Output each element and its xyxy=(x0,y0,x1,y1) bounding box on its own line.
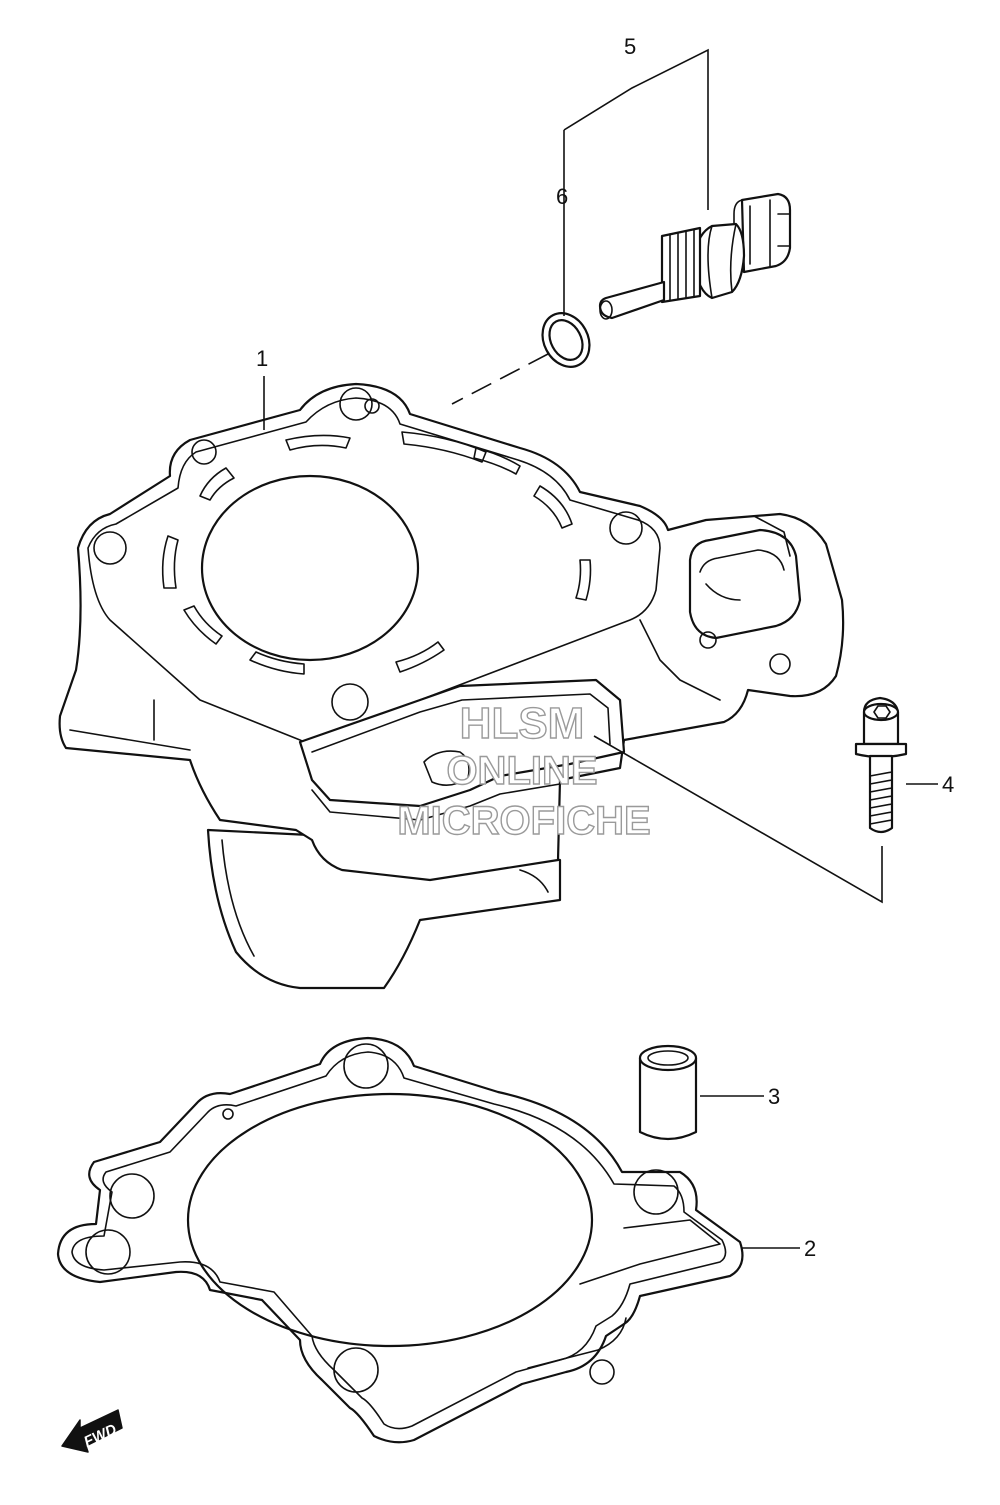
leader-lines xyxy=(263,48,938,1249)
cylinder-part-1 xyxy=(58,382,845,990)
callout-4: 4 xyxy=(942,772,954,797)
arrow-icon xyxy=(61,1409,123,1453)
watermark-line-2: ONLINE xyxy=(446,749,597,793)
dowel-part-3 xyxy=(638,1044,698,1141)
callout-5: 5 xyxy=(624,34,636,59)
callout-labels: 1 2 3 4 5 6 xyxy=(256,34,954,1261)
watermark: HLSM ONLINE MICROFICHE xyxy=(397,698,652,843)
assembly-line xyxy=(451,353,549,405)
callout-1: 1 xyxy=(256,346,268,371)
callout-2: 2 xyxy=(804,1236,816,1261)
watermark-line-3: MICROFICHE xyxy=(397,799,650,843)
fwd-direction-badge: FWD xyxy=(61,1409,123,1453)
bolt-part-4 xyxy=(854,696,908,834)
washer-part-6 xyxy=(541,312,591,368)
callout-6: 6 xyxy=(556,184,568,209)
gasket-part-2 xyxy=(56,1036,744,1444)
callout-3: 3 xyxy=(768,1084,780,1109)
sensor-part-5 xyxy=(598,192,792,320)
watermark-line-1: HLSM xyxy=(460,699,585,748)
